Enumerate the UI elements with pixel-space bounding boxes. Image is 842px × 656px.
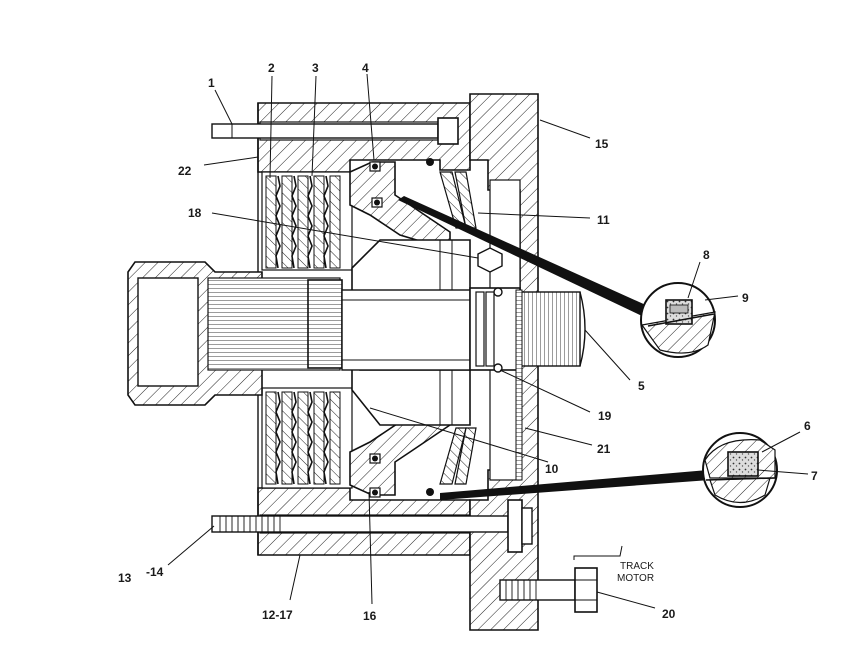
callout-21: 21 [597,442,611,456]
callout-11: 11 [597,213,610,227]
leader-lines [167,73,809,609]
callout-6: 6 [804,419,811,433]
seal-detail-upper [398,196,716,358]
callout-22: 22 [178,164,192,178]
callout-14: -14 [146,565,164,579]
callout-10: 10 [545,462,559,476]
callout-15: 15 [595,137,609,151]
piston [349,161,451,498]
disc-pack-upper [261,171,353,271]
seal-detail-lower [440,432,778,508]
callout-18: 18 [188,206,202,220]
callout-3: 3 [312,61,319,75]
motor-shaft [469,287,586,373]
callout-19: 19 [598,409,612,423]
callout-7: 7 [811,469,818,483]
belleville-springs [426,158,477,496]
track-motor-note-line2: MOTOR [617,573,654,584]
track-motor-note-line1: TRACK [620,561,654,572]
gasket [515,289,523,481]
output-shaft [127,261,471,406]
bolt-track-motor [499,545,623,613]
disc-pack-lower [261,387,353,489]
callout-labels: 1 2 3 4 22 18 15 11 8 9 5 19 21 10 6 7 1… [118,61,818,623]
callout-13: 13 [118,571,132,585]
callout-12-17: 12-17 [262,608,293,622]
callout-20: 20 [662,607,676,621]
callout-2: 2 [268,61,275,75]
bolt-top [211,117,459,145]
callout-1: 1 [208,76,215,90]
callout-9: 9 [742,291,749,305]
callout-4: 4 [362,61,369,75]
callout-16: 16 [363,609,377,623]
callout-5: 5 [638,379,645,393]
bolt-bottom [211,499,533,553]
callout-8: 8 [703,248,710,262]
